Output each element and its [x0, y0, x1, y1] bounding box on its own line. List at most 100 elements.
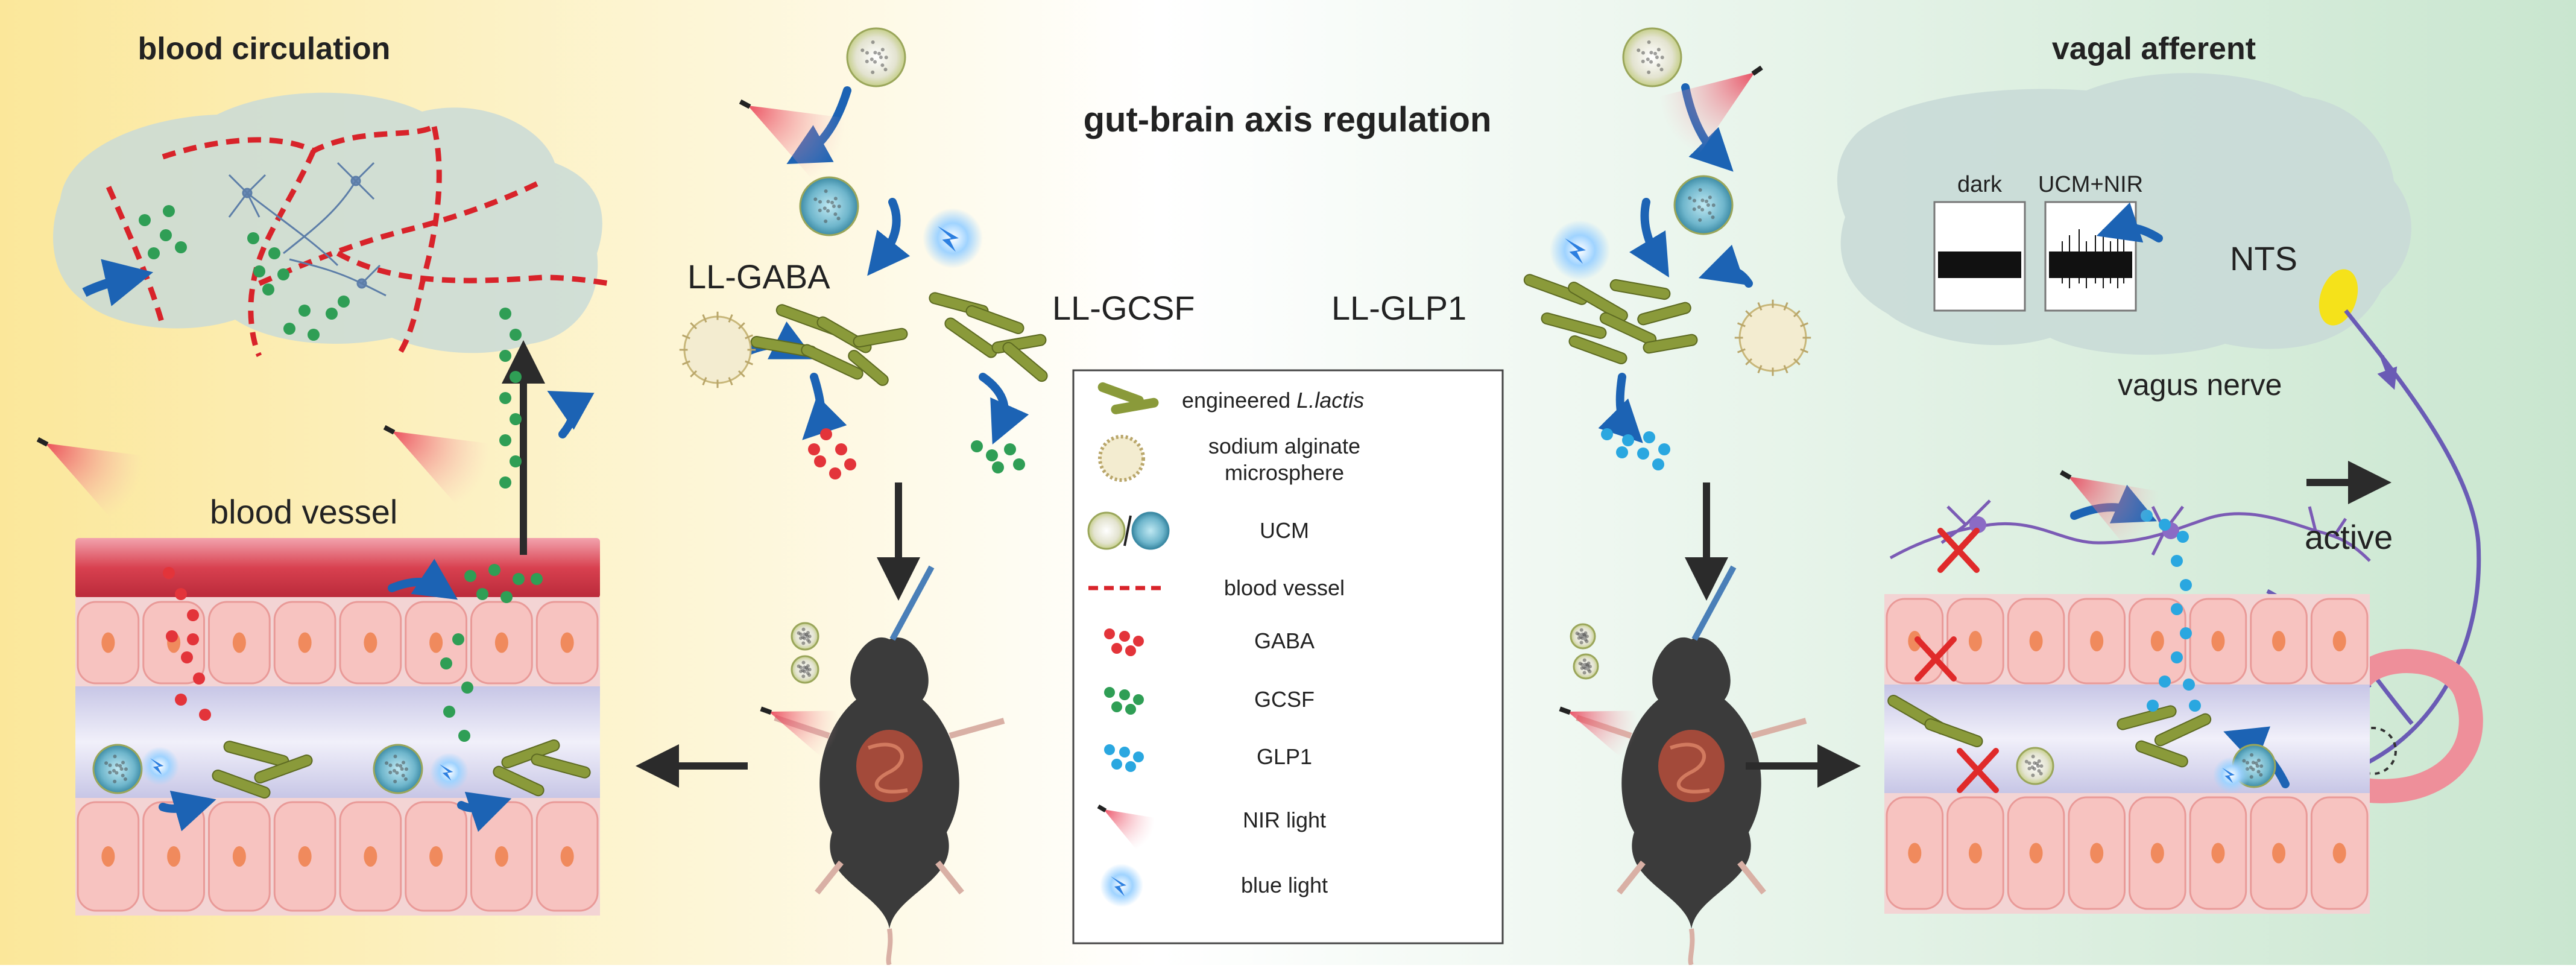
molecule-dot	[163, 567, 175, 579]
ucm-particle	[873, 60, 877, 64]
molecule-dot	[499, 476, 511, 489]
cell-nucleus	[560, 632, 574, 653]
bacterium	[254, 754, 313, 784]
ucm-particle	[1577, 636, 1581, 640]
molecule-dot	[1013, 458, 1025, 470]
ucm-icon	[799, 176, 859, 236]
ucm-particle	[1583, 666, 1588, 671]
gaba-dots-icon	[1125, 645, 1136, 656]
ucm-particle	[112, 768, 116, 773]
ucm-particle	[1580, 636, 1585, 641]
mouse-tail	[886, 928, 893, 966]
ucm-icon	[1131, 511, 1170, 550]
ucm-icon	[2016, 747, 2054, 785]
ucm-particle	[884, 55, 888, 60]
ucm-particle	[108, 770, 112, 774]
bacterium	[853, 327, 908, 348]
ucm-particle	[1711, 215, 1715, 220]
ucm-particle	[801, 674, 806, 679]
cell-nucleus	[364, 846, 377, 867]
legend-label: GCSF	[1254, 687, 1315, 712]
molecule-dot	[499, 392, 511, 404]
cell-nucleus	[232, 846, 246, 867]
bacterium	[1637, 302, 1691, 326]
microsphere-fiber	[1793, 358, 1801, 365]
molecule-dot	[476, 588, 488, 600]
microsphere-fiber	[702, 314, 707, 323]
legend-label: UCM	[1260, 518, 1309, 543]
glp1-dots-icon	[1133, 751, 1144, 762]
ucm-particle	[1653, 51, 1658, 55]
cell-nucleus	[1908, 843, 1922, 864]
molecule-dot	[338, 296, 350, 308]
ucm-particle	[822, 206, 827, 210]
ucm-particle	[1693, 198, 1697, 203]
engineered-bacteria-icon	[1111, 397, 1159, 414]
ucm-icon	[846, 27, 906, 87]
left-brain	[53, 92, 602, 353]
microsphere-fiber	[681, 360, 690, 365]
ucm-particle	[402, 761, 406, 765]
engineered-bacteria-icon	[1097, 382, 1144, 405]
ucm-particle	[2037, 759, 2041, 764]
ucm-particle	[1585, 639, 1589, 644]
molecule-dot	[499, 308, 511, 320]
cell-nucleus	[560, 846, 574, 867]
ucm-particle	[807, 634, 812, 639]
ucm-particle	[801, 627, 806, 631]
molecule-dot	[531, 573, 543, 585]
ucm-particle	[388, 770, 393, 774]
molecule-dot	[829, 467, 841, 479]
title-vagal-afferent: vagal afferent	[2052, 31, 2256, 66]
biological-elements	[36, 27, 2276, 799]
legend-label: blood vessel	[1224, 575, 1345, 600]
cell-nucleus	[101, 632, 115, 653]
ucm-particle	[395, 763, 399, 767]
microsphere-fiber	[1783, 365, 1788, 374]
gaba-dots-icon	[1133, 636, 1144, 647]
ucm-particle	[2033, 761, 2037, 765]
mouse-gut-loops	[1669, 742, 1710, 794]
molecule-dot	[510, 329, 522, 341]
ucm-icon	[791, 655, 819, 684]
ucm-particle	[399, 764, 403, 768]
brain-entry-arrow	[82, 259, 154, 306]
bacterium	[2135, 740, 2188, 768]
microsphere-fiber	[1800, 322, 1809, 327]
molecule-dot	[2189, 700, 2201, 712]
molecule-dot	[443, 706, 455, 718]
molecule-dot	[193, 672, 205, 685]
lightning-bolt	[1111, 876, 1126, 896]
gaba-dots-icon	[1104, 628, 1115, 639]
bacterium	[965, 305, 1024, 335]
molecule-dot	[1004, 443, 1016, 455]
molecule-dot	[247, 232, 259, 244]
ucm-particle	[1647, 70, 1651, 74]
ucm-particle	[1582, 671, 1586, 675]
molecule-dot	[2147, 700, 2159, 712]
microsphere-fiber	[745, 360, 754, 365]
molecule-dot	[499, 350, 511, 362]
left-gut-tissue	[75, 538, 600, 916]
ucm-particle	[2032, 767, 2036, 771]
molecule-dot	[1643, 431, 1655, 443]
nir-light-icon	[760, 706, 847, 762]
ucm-icon	[1673, 175, 1734, 235]
ucm-particle	[123, 777, 127, 781]
mouse-right	[1576, 565, 1807, 966]
ucm-particle	[1580, 632, 1585, 636]
ucm-particle	[807, 673, 812, 677]
ucm-particle	[108, 763, 112, 767]
cell-nucleus	[232, 632, 246, 653]
ucm-particle	[806, 664, 810, 668]
ucm-icon	[1570, 623, 1596, 650]
cell-nucleus	[2332, 631, 2346, 651]
ucm-particle	[2037, 769, 2041, 773]
ucm-particle	[803, 636, 807, 641]
microsphere-fiber	[1757, 365, 1763, 374]
ucm-particle	[400, 767, 404, 771]
cell-nucleus	[2029, 631, 2043, 651]
molecule-dot	[187, 633, 199, 645]
gcsf-dots-icon	[1133, 694, 1144, 705]
ucm-particle	[826, 209, 830, 213]
